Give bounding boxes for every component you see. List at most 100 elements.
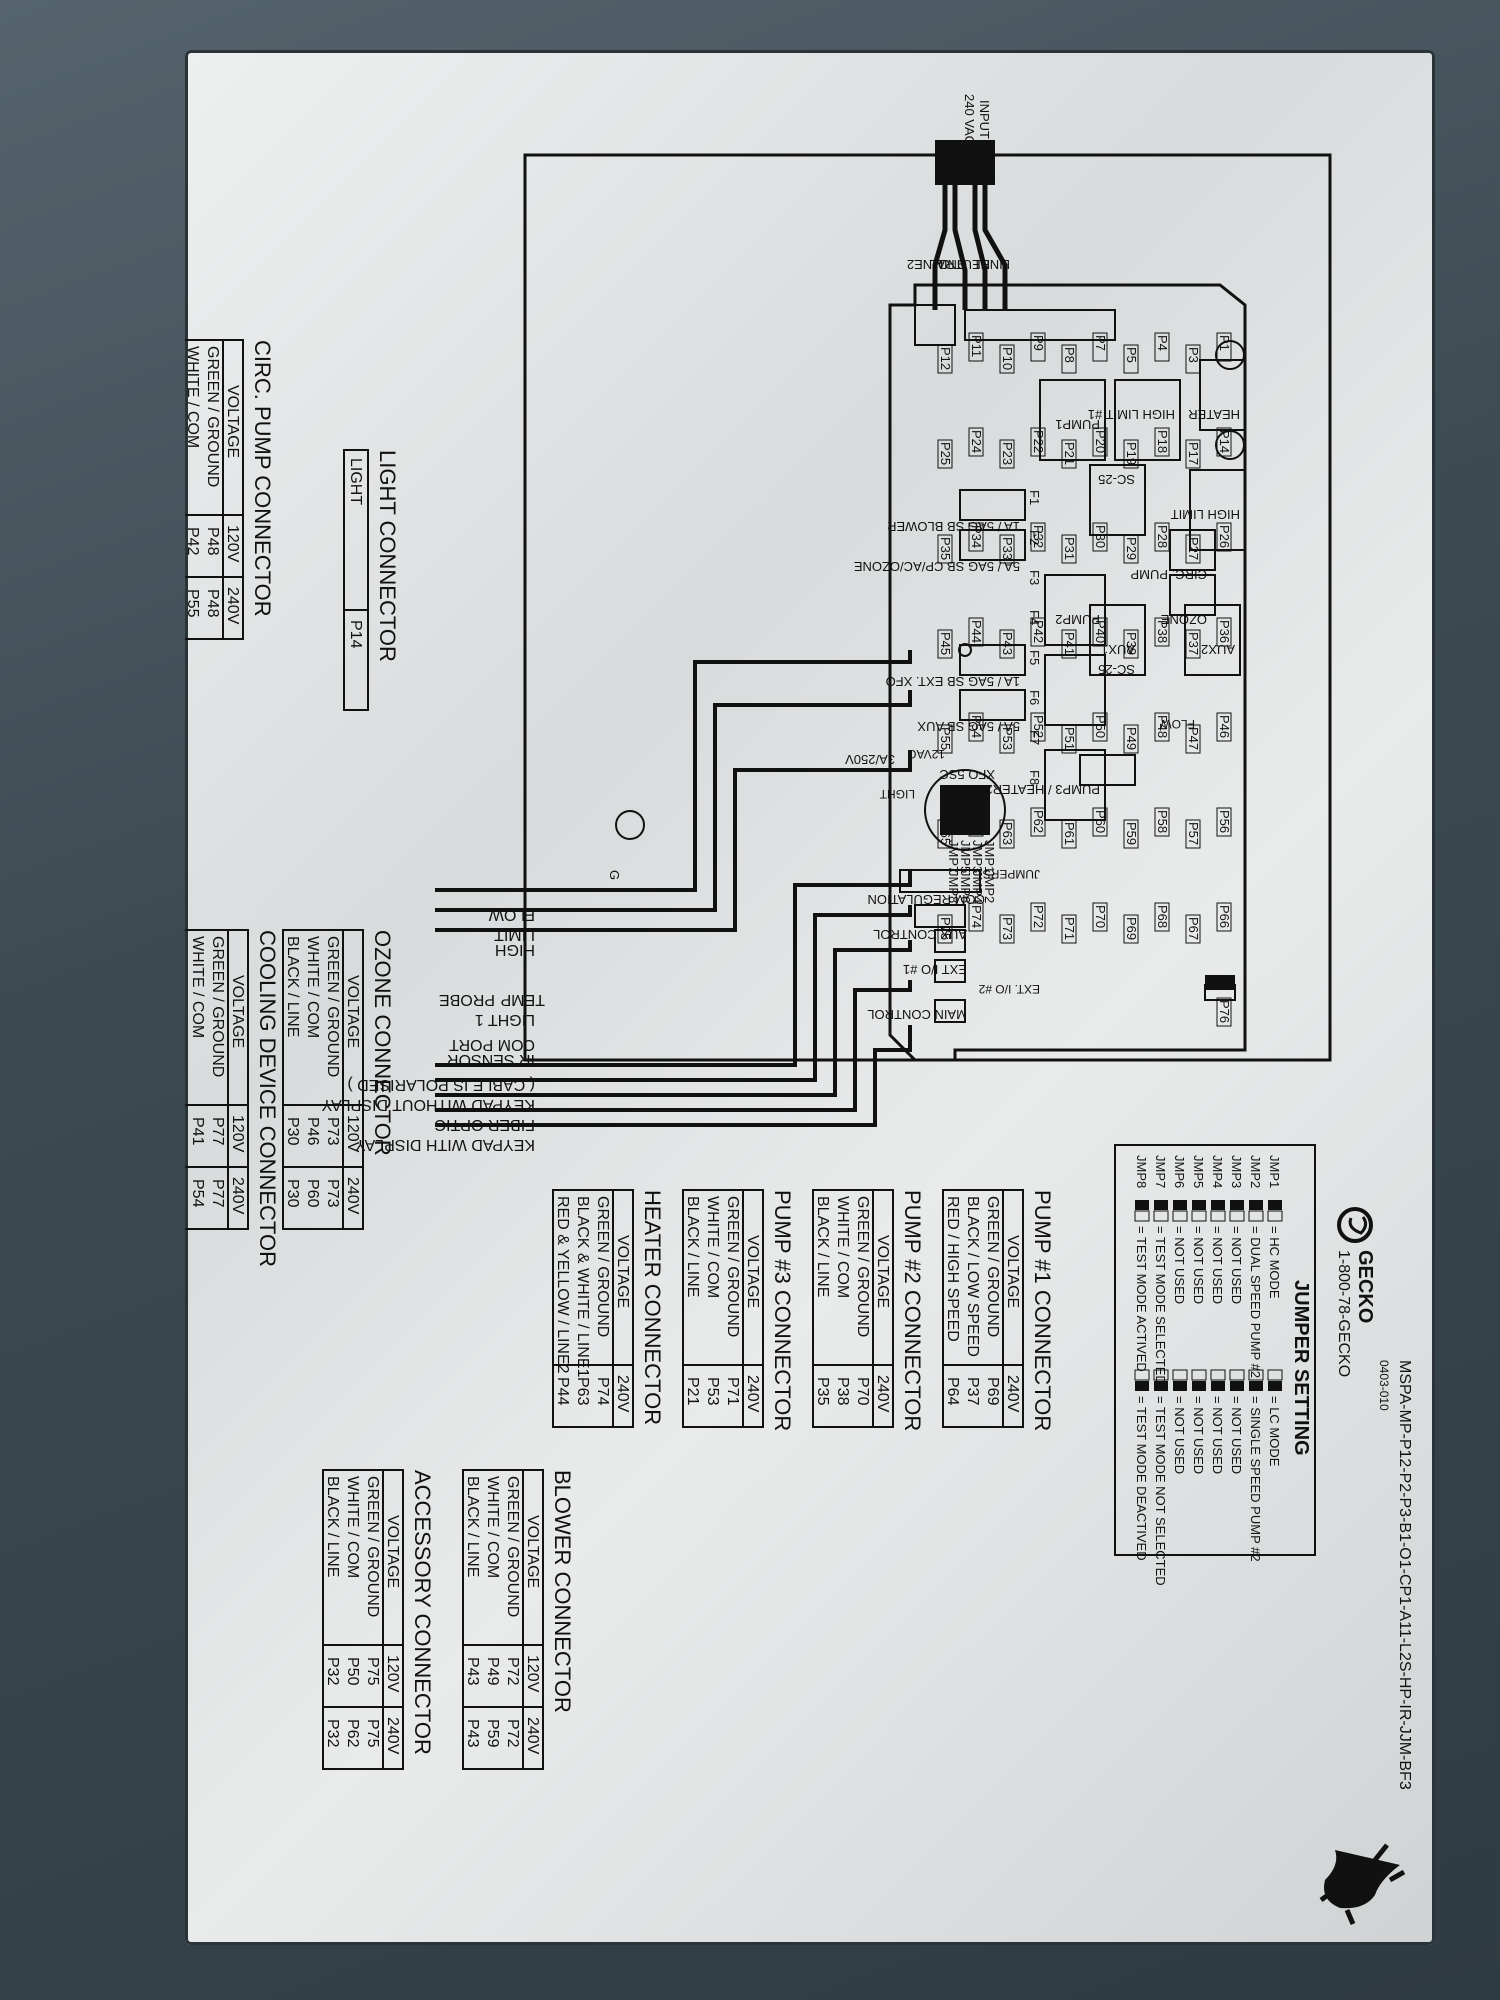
jumpers-label: JUMPERS: [983, 867, 1040, 881]
line1-label: LINE1: [974, 257, 1010, 272]
neutral-label: NEUTRAL: [929, 257, 990, 272]
pcode-p36: P36: [1216, 617, 1232, 647]
jumper-circle: [924, 769, 1006, 851]
pcode-label: P74: [969, 905, 984, 928]
wiring-diagram: MSPA-MP-P12-P2-P3-B1-O1-CP1-A11-L2S-HP-I…: [185, 50, 1435, 1945]
pcode-label: P73: [1000, 917, 1015, 940]
jumper-id: JMP8: [1134, 1155, 1149, 1188]
high-limit-1-label: HIGH LIMIT #1: [1088, 407, 1175, 422]
input-label: INPUT: [977, 100, 992, 139]
jumper-off-text: = NOT USED: [1210, 1396, 1225, 1474]
aux2-label: AUX2: [1201, 642, 1235, 657]
ozone-block: [1169, 574, 1216, 616]
connector-title: PUMP #2 CONNECTOR: [900, 1190, 925, 1431]
pcode-p9: P9: [1030, 332, 1046, 362]
connector-cell: GREEN / GROUND: [364, 1476, 381, 1617]
connector-cell: P59: [484, 1719, 501, 1748]
connector-cell: P14: [347, 620, 364, 649]
pcode-p46: P46: [1216, 712, 1232, 742]
pcode-label: P40: [1093, 620, 1108, 643]
connector-cell: WHITE / COM: [185, 346, 201, 448]
pcode-p25: P25: [937, 439, 953, 469]
pcode-p40: P40: [1092, 617, 1108, 647]
pcode-p32: P32: [1030, 522, 1046, 552]
pcode-label: P20: [1093, 430, 1108, 453]
jumper-id: JMP4: [1210, 1155, 1225, 1188]
pcode-label: P53: [1000, 727, 1015, 750]
connector-header: 240V: [1004, 1375, 1021, 1413]
fuse-id-f4: F4: [1027, 610, 1042, 625]
connector-cell: P63: [574, 1377, 591, 1406]
connector-header: VOLTAGE: [344, 975, 361, 1048]
connector-cell: P36: [185, 1117, 186, 1146]
connector-header: VOLTAGE: [1004, 1235, 1021, 1308]
twelve-vac-label: 12VAC: [908, 747, 945, 761]
part-sub-number: 0403-010: [1377, 1360, 1391, 1411]
com-port-label: COM PORT: [449, 1036, 535, 1053]
light1-label: LIGHT 1: [475, 1011, 535, 1028]
pcode-p75: P75: [937, 914, 953, 944]
diagram-canvas: MSPA-MP-P12-P2-P3-B1-O1-CP1-A11-L2S-HP-I…: [185, 94, 1413, 1925]
pcode-label: P10: [1000, 347, 1015, 370]
pcode-p66: P66: [1216, 902, 1232, 932]
pcode-p31: P31: [1061, 534, 1077, 564]
pcode-p61: P61: [1061, 819, 1077, 849]
pcode-label: P63: [1000, 822, 1015, 845]
connector-header: VOLTAGE: [614, 1235, 631, 1308]
pcode-p55: P55: [937, 724, 953, 754]
pcode-p44: P44: [968, 617, 984, 647]
pcode-p8: P8: [1061, 344, 1077, 374]
pcode-p58: P58: [1154, 807, 1170, 837]
jumper-row: JMP2= DUAL SPEED PUMP #2= SINGLE SPEED P…: [1248, 1155, 1264, 1562]
connector-cell: P46: [304, 1117, 321, 1146]
connector-cell: P70: [854, 1377, 871, 1406]
jumper-off-text: = NOT USED: [1191, 1396, 1206, 1474]
pcode-p52: P52: [1030, 712, 1046, 742]
connector-header: 240V: [229, 1177, 246, 1215]
pcode-p48: P48: [1154, 712, 1170, 742]
jumper-setting-title: JUMPER SETTING: [1290, 1280, 1312, 1456]
jumper-off-text: = TEST MODE NOT SELECTED: [1153, 1396, 1168, 1586]
connector-cell: P74: [594, 1377, 611, 1406]
connector-header: VOLTAGE: [224, 385, 241, 458]
pcode-p71: P71: [1061, 914, 1077, 944]
connector-header: 240V: [744, 1375, 761, 1413]
connector-top-3: COOLING DEVICE CONNECTORVOLTAGE120V240VG…: [185, 929, 280, 1267]
pcode-label: P69: [1124, 917, 1139, 940]
connector-cell: GREEN / GROUND: [594, 1196, 611, 1337]
connector-cell: P72: [504, 1719, 521, 1748]
jumper-off-text: = TEST MODE DEACTIVED: [1134, 1396, 1149, 1561]
pcode-label: P8: [1062, 347, 1077, 363]
connector-cell: P43: [464, 1719, 481, 1748]
pcode-label: P36: [1217, 620, 1232, 643]
sc25-label-2: SC-25: [1098, 662, 1135, 677]
connector-cell: P32: [324, 1719, 341, 1748]
connector-cell: GREEN / GROUND: [324, 936, 341, 1077]
input-voltage: 240 VAC: [962, 94, 977, 145]
pcode-p38: P38: [1154, 617, 1170, 647]
connector-cell: BLACK / LOW SPEED: [964, 1196, 981, 1357]
jmp-label-2: JMP2: [982, 870, 997, 903]
pcode-label: P22: [1031, 430, 1046, 453]
pcode-p68: P68: [1154, 902, 1170, 932]
pcode-label: P18: [1155, 430, 1170, 453]
pcode-label: P3: [1186, 347, 1201, 363]
connector-cell: GREEN / GROUND: [204, 346, 221, 487]
pcode-label: P70: [1093, 905, 1108, 928]
pcode-p59: P59: [1123, 819, 1139, 849]
pcode-label: P28: [1155, 525, 1170, 548]
connector-cell: P64: [944, 1377, 961, 1406]
pcode-label: P9: [1031, 335, 1046, 351]
pcode-label: P48: [1155, 715, 1170, 738]
pcode-p21: P21: [1061, 439, 1077, 469]
jumper-on-text: = NOT USED: [1191, 1226, 1206, 1304]
pcode-label: P7: [1093, 335, 1108, 351]
jumper-row: JMP6= NOT USED= NOT USED: [1172, 1155, 1188, 1474]
pcode-label: P71: [1062, 917, 1077, 940]
jumper-id: JMP2: [1248, 1155, 1263, 1188]
connector-header: 240V: [384, 1717, 401, 1755]
pcode-p22: P22: [1030, 427, 1046, 457]
connector-cell: P48: [204, 589, 221, 618]
pcode-p27: P27: [1185, 534, 1201, 564]
